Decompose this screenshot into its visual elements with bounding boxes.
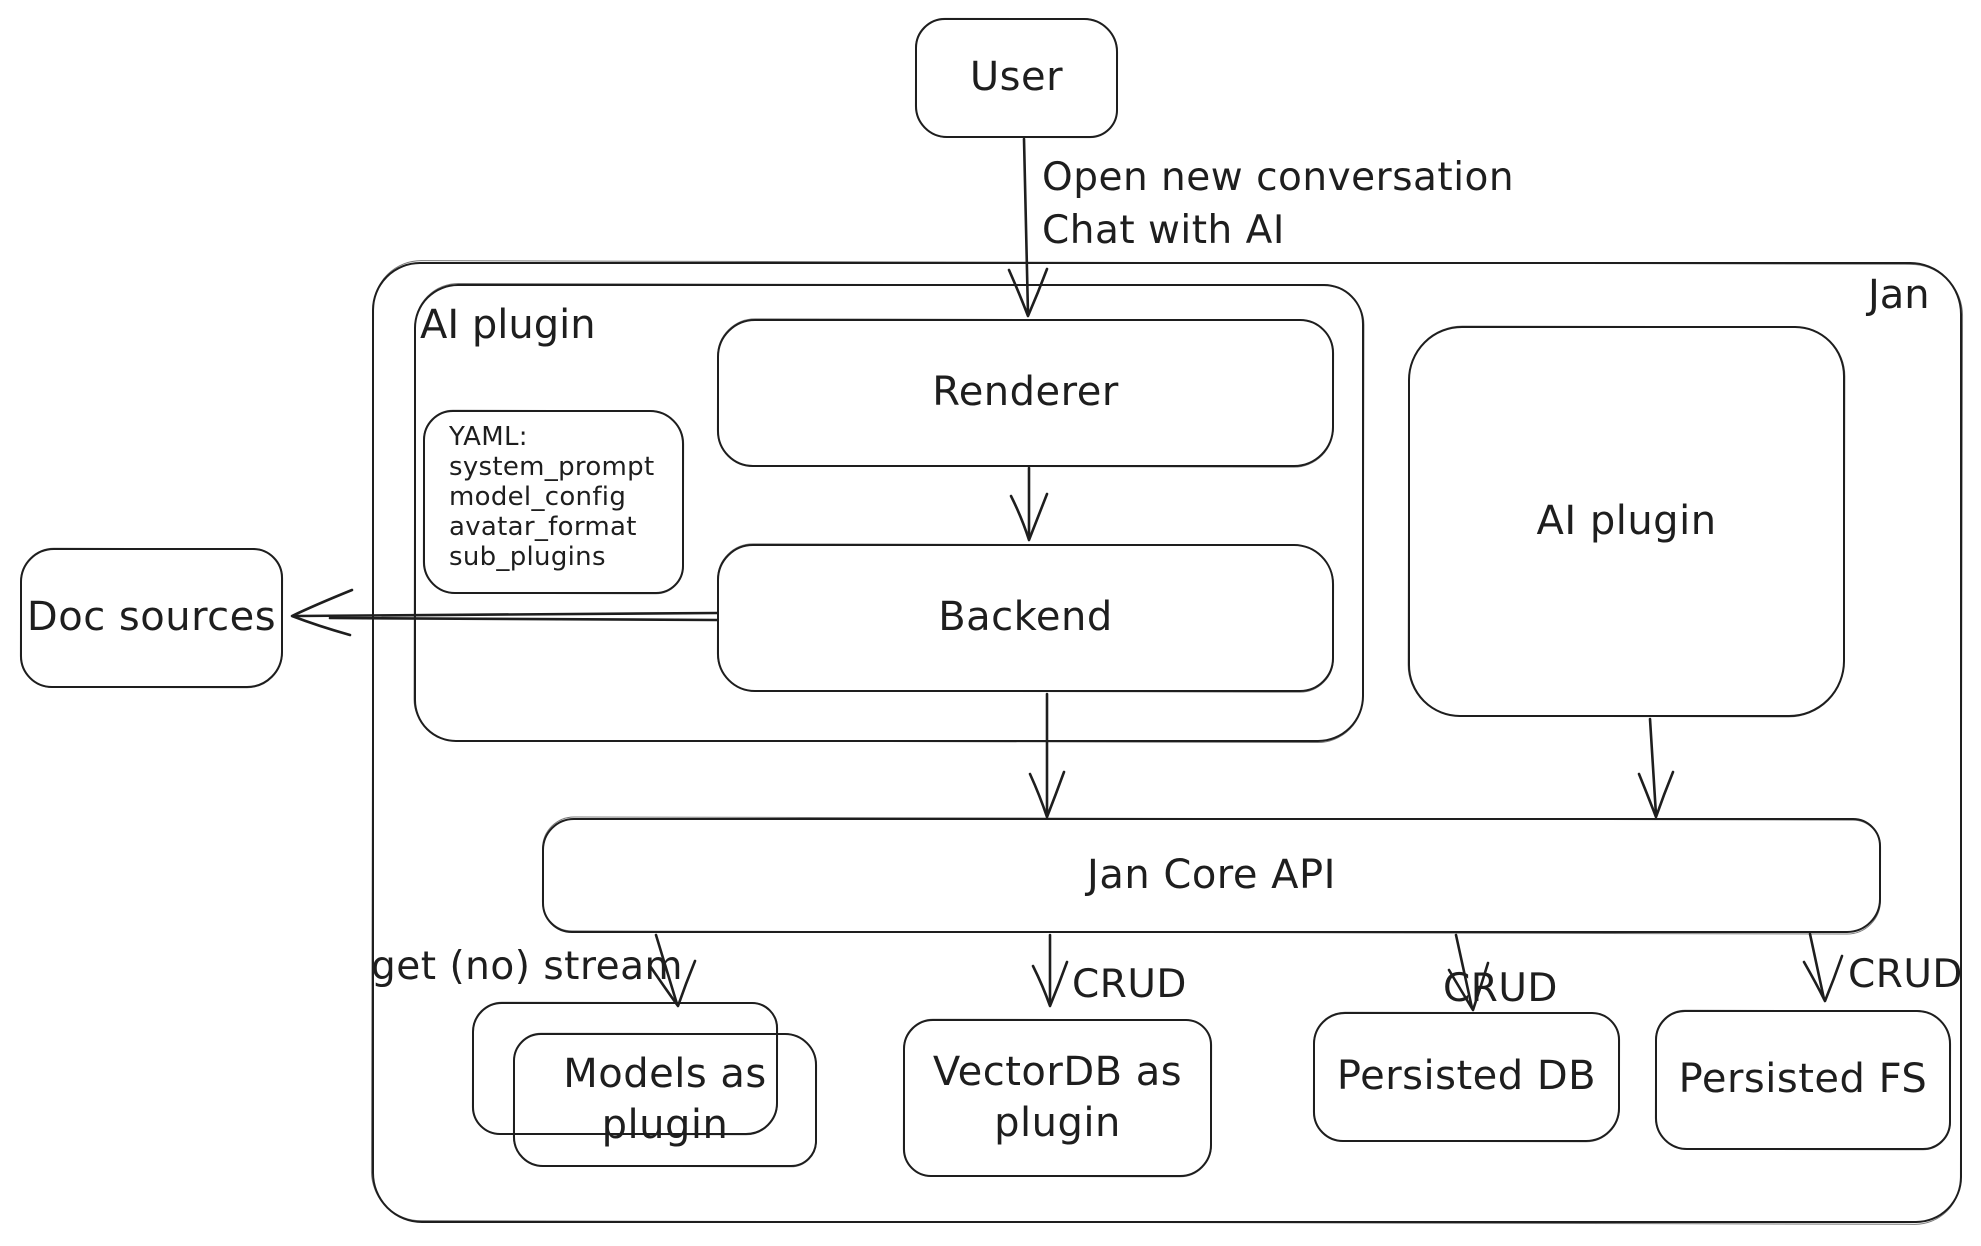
container-ai-plugin-left — [414, 284, 1364, 742]
yaml-note-text: YAML: system_prompt model_config avatar_… — [449, 422, 654, 572]
edge-label-open-new-conversation: Open new conversation — [1042, 155, 1515, 200]
ai-plugin-left-label: AI plugin — [420, 302, 596, 348]
container-jan-label: Jan — [1868, 272, 1930, 318]
yaml-line: sub_plugins — [449, 542, 606, 572]
node-persisted-fs: Persisted FS — [1655, 1010, 1951, 1150]
node-jan-core-api: Jan Core API — [542, 818, 1881, 933]
node-backend: Backend — [717, 544, 1334, 692]
node-user: User — [915, 18, 1118, 138]
edge-label-get-no-stream: get (no) stream — [371, 944, 684, 989]
node-renderer: Renderer — [717, 319, 1334, 467]
yaml-line: avatar_format — [449, 512, 637, 542]
node-yaml-note: YAML: system_prompt model_config avatar_… — [423, 410, 684, 594]
edge-label-crud-persisted-fs: CRUD — [1848, 952, 1963, 997]
node-persisted-db: Persisted DB — [1313, 1012, 1620, 1142]
edge-label-chat-with-ai: Chat with AI — [1042, 208, 1285, 253]
node-doc-sources-label: Doc sources — [26, 594, 277, 641]
edge-label-crud-vectordb: CRUD — [1072, 962, 1187, 1007]
node-persisted-fs-label: Persisted FS — [1678, 1056, 1928, 1103]
node-backend-label: Backend — [938, 594, 1113, 641]
container-jan — [372, 262, 1962, 1223]
node-ai-plugin-right-label: AI plugin — [1536, 497, 1717, 544]
node-vectordb-as-plugin-label: VectorDB as plugin — [932, 1048, 1183, 1146]
node-ai-plugin-right: AI plugin — [1408, 326, 1845, 717]
node-doc-sources: Doc sources — [20, 548, 283, 688]
edge-label-crud-persisted-db: CRUD — [1443, 966, 1558, 1011]
node-vectordb-as-plugin: VectorDB as plugin — [903, 1019, 1212, 1177]
node-renderer-label: Renderer — [932, 369, 1119, 416]
yaml-line: model_config — [449, 482, 627, 512]
yaml-line: system_prompt — [449, 452, 655, 482]
node-persisted-db-label: Persisted DB — [1336, 1053, 1597, 1100]
node-jan-core-api-label: Jan Core API — [1087, 851, 1336, 898]
node-models-as-plugin-label: Models as plugin — [563, 1050, 767, 1148]
node-models-as-plugin: Models as plugin — [513, 1033, 817, 1167]
yaml-line: YAML: — [449, 422, 528, 452]
node-user-label: User — [969, 54, 1064, 101]
